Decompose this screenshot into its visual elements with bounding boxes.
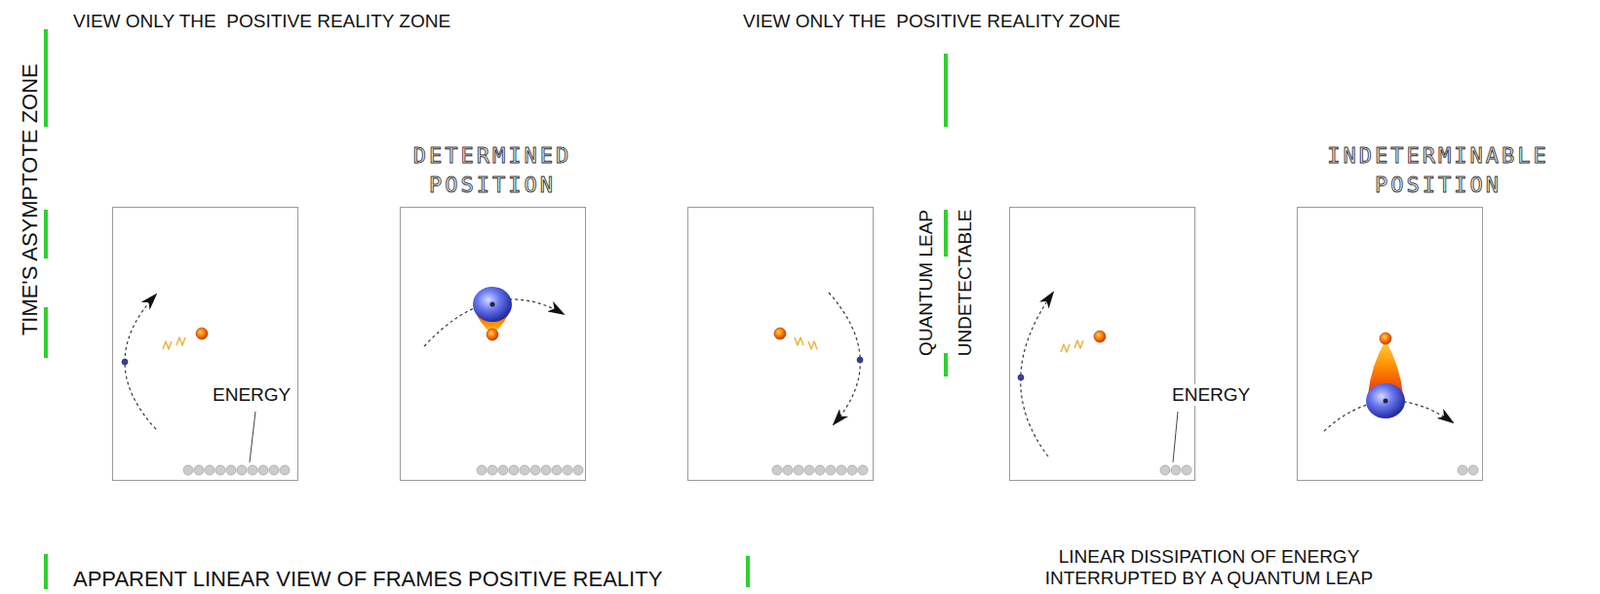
- energy-dot: [194, 465, 204, 475]
- green-marker: [943, 209, 948, 257]
- energy-dot: [204, 465, 215, 475]
- energy-dot: [258, 465, 269, 475]
- energy-dot: [541, 465, 551, 475]
- state-heading: INDETERMINABLE POSITION: [1326, 141, 1551, 200]
- leader-line: [249, 411, 256, 463]
- green-marker: [43, 29, 48, 127]
- photon-squiggle: [808, 341, 818, 350]
- leader-line: [1172, 411, 1178, 463]
- energy-dot: [226, 465, 236, 475]
- frame-box: [1010, 207, 1196, 481]
- energy-dot: [1468, 465, 1479, 475]
- energy-dot: [487, 465, 498, 475]
- energy-dot: [476, 465, 487, 475]
- energy-dot: [793, 465, 804, 475]
- orbit-arc: [1020, 292, 1054, 457]
- energy-dot: [551, 465, 562, 475]
- caption-text: APPARENT LINEAR VIEW OF FRAMES POSITIVE …: [73, 566, 663, 591]
- energy-dot: [508, 465, 519, 475]
- energy-dot: [247, 465, 258, 475]
- zone-heading: VIEW ONLY THE POSITIVE REALITY ZONE: [742, 10, 1121, 33]
- energy-dot: [183, 465, 194, 475]
- state-heading: DETERMINED POSITION: [412, 141, 573, 200]
- energy-dot: [215, 465, 226, 475]
- green-marker: [43, 307, 48, 358]
- energy-dot: [498, 465, 508, 475]
- axis-label: TIME'S ASYMPTOTE ZONE: [16, 64, 41, 337]
- nucleus-ball: [1379, 332, 1392, 345]
- electron-dot: [1017, 374, 1024, 381]
- energy-dot: [562, 465, 573, 475]
- orbital-sphere: [1365, 383, 1405, 419]
- axis-label: QUANTUM LEAP: [915, 209, 937, 356]
- photon-squiggle: [176, 337, 186, 346]
- nucleus-ball: [774, 327, 786, 340]
- electron-dot: [857, 356, 863, 363]
- photon-squiggle: [1074, 340, 1084, 349]
- energy-dot: [772, 465, 782, 475]
- green-marker: [43, 553, 48, 589]
- electron-dot: [121, 358, 128, 365]
- frame-box: [688, 207, 874, 481]
- energy-dot: [836, 465, 847, 475]
- energy-label: ENERGY: [1170, 384, 1252, 406]
- photon-squiggle: [1060, 344, 1070, 352]
- energy-dot: [858, 465, 868, 475]
- energy-dot: [782, 465, 793, 475]
- frame-box: [113, 207, 299, 481]
- energy-dot: [1181, 465, 1192, 475]
- energy-dot: [804, 465, 815, 475]
- photon-squiggle: [794, 337, 804, 346]
- frame-box: [400, 207, 586, 481]
- energy-label: ENERGY: [212, 384, 291, 406]
- orbit-arc: [124, 294, 157, 430]
- green-marker: [943, 53, 948, 127]
- nucleus-ball: [1093, 330, 1106, 343]
- axis-label: UNDETECTABLE: [954, 209, 976, 357]
- green-marker: [745, 555, 750, 587]
- energy-dot: [815, 465, 825, 475]
- energy-dot: [236, 465, 247, 475]
- orbital-sphere: [472, 286, 512, 322]
- green-marker: [943, 352, 948, 377]
- energy-dot: [269, 465, 279, 475]
- nucleus-ball: [486, 328, 499, 341]
- energy-dot: [1160, 465, 1171, 475]
- frame-box: [1297, 207, 1483, 481]
- electron-dot: [1383, 398, 1389, 404]
- orbit-arc: [828, 292, 860, 425]
- nucleus-ball: [195, 327, 208, 340]
- energy-dot: [825, 465, 836, 475]
- green-marker: [43, 209, 48, 259]
- energy-dot: [573, 465, 584, 475]
- photon-squiggle: [162, 341, 172, 350]
- energy-dot: [530, 465, 541, 475]
- energy-dot: [1170, 465, 1181, 475]
- energy-dot: [1457, 465, 1468, 475]
- electron-dot: [490, 302, 496, 308]
- energy-dot: [279, 465, 290, 475]
- caption-text: LINEAR DISSIPATION OF ENERGY INTERRUPTED…: [1044, 546, 1375, 589]
- energy-dot: [847, 465, 858, 475]
- zone-heading: VIEW ONLY THE POSITIVE REALITY ZONE: [73, 10, 451, 33]
- energy-dot: [519, 465, 530, 475]
